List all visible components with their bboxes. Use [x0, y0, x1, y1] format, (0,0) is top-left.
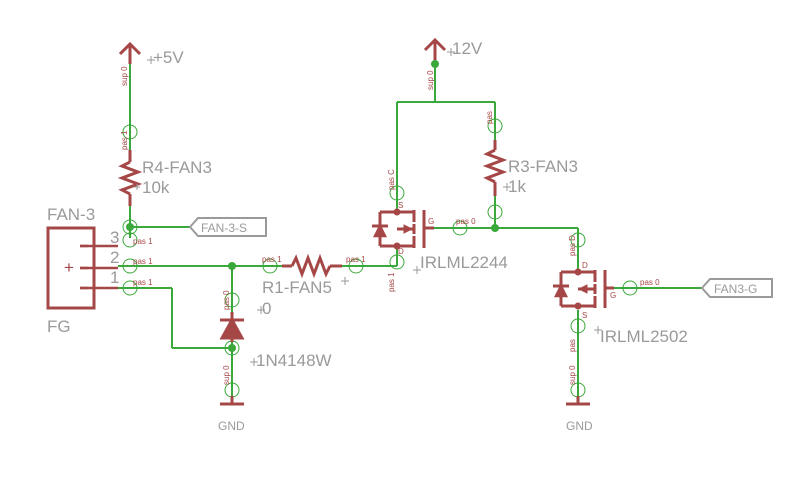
gnd-symbol-right: GND sup 0 [566, 365, 593, 433]
diode-d1: 1N4148W pas 0 [219, 290, 332, 370]
label-q1-name: IRLML2244 [420, 253, 508, 272]
junction-12v [431, 60, 439, 68]
pin-1-label: 1 [110, 268, 119, 287]
label-fan3-value: FG [47, 317, 71, 336]
gnd-symbol-left: GND sup 0 [218, 365, 245, 433]
svg-text:G: G [428, 217, 434, 226]
label-d1-name: 1N4148W [256, 351, 332, 370]
svg-text:pas: pas [485, 111, 494, 124]
svg-text:pas 1: pas 1 [133, 278, 153, 287]
svg-text:pas 1: pas 1 [387, 272, 396, 292]
svg-text:sup 0: sup 0 [120, 66, 129, 86]
svg-text:pas C: pas C [387, 169, 396, 190]
svg-text:D: D [398, 247, 404, 256]
mosfet-q2: IRLML2502 D S G pas 0 pas D pas [553, 235, 688, 352]
label-r3-value: 1k [508, 177, 526, 196]
pin-rings [122, 118, 638, 398]
svg-text:pas 1: pas 1 [262, 255, 282, 264]
label-r3-name: R3-FAN3 [508, 157, 578, 176]
svg-text:pas 1: pas 1 [133, 257, 153, 266]
svg-text:pas 1: pas 1 [133, 237, 153, 246]
pin-2-label: 2 [110, 248, 119, 267]
junction-fan3s [126, 223, 134, 231]
label-r4-value: 10k [142, 178, 170, 197]
flag-fan3-g: FAN3-G [700, 278, 773, 298]
pin-3-label: 3 [110, 228, 119, 247]
svg-text:pas 0: pas 0 [456, 217, 476, 226]
label-5v: +5V [153, 48, 184, 67]
junction-diode [228, 344, 236, 352]
svg-text:pas 1: pas 1 [120, 130, 129, 150]
label-r4-name: R4-FAN3 [142, 158, 212, 177]
svg-text:pas: pas [568, 339, 577, 352]
svg-text:pas 0: pas 0 [640, 278, 660, 287]
label-gnd-right: GND [566, 419, 593, 433]
resistor-r4: R4-FAN3 10k pas 1 [117, 130, 212, 206]
svg-text:S: S [582, 311, 587, 320]
flag-fan3-s: FAN-3-S [188, 217, 267, 237]
resistor-r3: R3-FAN3 1k pas [482, 111, 578, 196]
mosfet-q1: IRLML2244 S D G pas 0 pas C pas 1 [372, 169, 508, 292]
label-q2-name: IRLML2502 [600, 327, 688, 346]
svg-text:sup 0: sup 0 [568, 365, 577, 385]
label-12v: 12V [452, 39, 483, 58]
label-fan3-s: FAN-3-S [201, 221, 247, 235]
vcc-5v-symbol: +5V sup 0 [118, 41, 184, 86]
svg-text:pas 0: pas 0 [222, 290, 231, 310]
svg-text:D: D [582, 261, 588, 270]
svg-text:pas 1: pas 1 [346, 255, 366, 264]
svg-text:sup 0: sup 0 [222, 365, 231, 385]
label-r1-value: 0 [262, 299, 271, 318]
svg-text:S: S [398, 201, 403, 210]
label-fan3-g: FAN3-G [714, 282, 757, 296]
svg-text:+: + [64, 258, 74, 277]
svg-text:G: G [610, 291, 616, 300]
connector-fan3: + 3 2 1 FAN-3 FG pas 1 pas 1 pas 1 [46, 205, 153, 336]
junction-r3 [491, 224, 499, 232]
vcc-12v-symbol: 12V sup 0 [423, 37, 483, 90]
resistor-r1: R1-FAN5 0 pas 1 pas 1 [257, 253, 366, 318]
junction-pin2 [228, 262, 236, 270]
label-r1-name: R1-FAN5 [262, 278, 332, 297]
svg-text:sup 0: sup 0 [426, 70, 435, 90]
svg-text:pas D: pas D [568, 235, 577, 256]
label-gnd-left: GND [218, 419, 245, 433]
label-fan3-name: FAN-3 [47, 205, 95, 224]
